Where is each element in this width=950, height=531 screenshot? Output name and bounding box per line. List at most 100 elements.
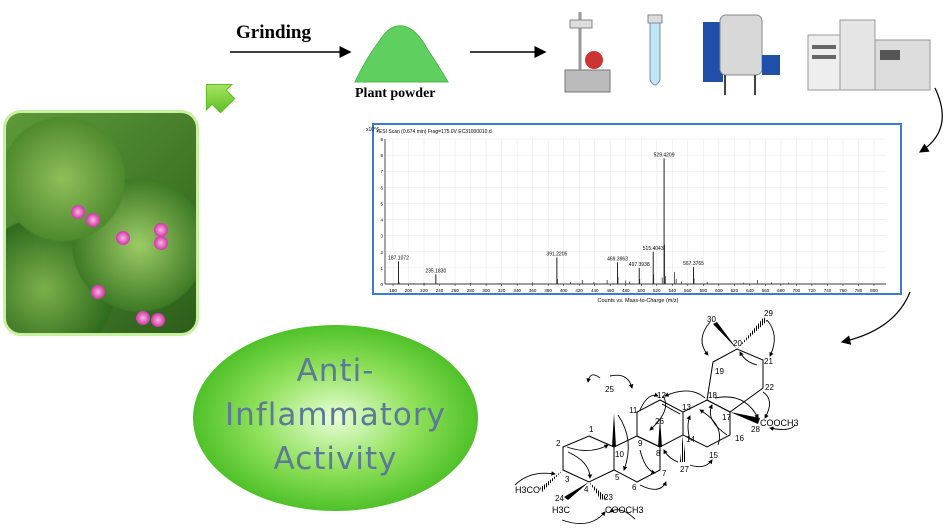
atom-labels: 1 2 3 4 5 6 7 8 9 10 11 12 13 14 15 16 1… [555, 309, 774, 503]
spectrum-title: +ESI Scan (0.674 min) Frag=175.0V EC3100… [376, 129, 492, 135]
activity-line1: Anti- [296, 353, 375, 389]
y-exponent: x10^6 [366, 127, 379, 133]
plant-powder-label: Plant powder [355, 86, 436, 101]
to-spectrum-arrow [918, 87, 943, 153]
methyl-group: H3C [552, 505, 571, 515]
y-tick-label: 8 [380, 153, 383, 158]
atom-13: 13 [682, 403, 691, 412]
plant-powder-icon [354, 25, 449, 83]
peak-label: 515.4043 [643, 246, 664, 252]
atom-3: 3 [565, 475, 570, 484]
y-tick-label: 5 [380, 201, 383, 206]
lc-ms-instrument-icon [807, 19, 931, 91]
green-up-arrow-icon [205, 83, 236, 114]
group-labels: H3CO H3C COOCH3 COOCH3 [515, 418, 799, 515]
plant-photo [3, 110, 199, 336]
x-tick-label: 540 [669, 288, 677, 293]
atom-1: 1 [589, 425, 594, 434]
x-tick-label: 360 [529, 288, 537, 293]
peak-label: 469.3963 [607, 256, 628, 262]
atom-23: 23 [604, 493, 613, 502]
x-tick-label: 760 [839, 288, 847, 293]
atom-20: 20 [733, 339, 742, 348]
stereo-bonds [540, 317, 767, 500]
x-tick-label: 460 [606, 288, 614, 293]
x-tick-label: 620 [731, 288, 739, 293]
peak-label: 187.1072 [388, 255, 409, 261]
x-tick-label: 220 [420, 288, 428, 293]
x-axis-label: Counts vs. Mass-to-Charge (m/z) [598, 298, 679, 304]
atom-27: 27 [680, 465, 689, 474]
atom-6: 6 [632, 483, 637, 492]
hmbc-correlation-arrows [514, 319, 796, 525]
atom-25: 25 [605, 385, 614, 394]
ester-group-23: COOCH3 [605, 505, 644, 515]
atom-21: 21 [764, 357, 773, 366]
atom-29: 29 [764, 309, 773, 318]
mpx-instrument-icon [703, 14, 780, 95]
x-tick-label: 520 [653, 288, 661, 293]
x-tick-label: 600 [715, 288, 723, 293]
x-tick-label: 400 [560, 288, 568, 293]
x-tick-label: 240 [436, 288, 444, 293]
atom-5: 5 [615, 473, 620, 482]
grinding-label: Grinding [236, 22, 311, 43]
peak-label: 235.1830 [425, 268, 446, 274]
atom-11: 11 [629, 406, 638, 415]
x-tick-label: 200 [405, 288, 413, 293]
atom-9: 9 [638, 439, 643, 448]
x-tick-label: 180 [389, 288, 397, 293]
atom-22: 22 [765, 383, 774, 392]
atom-18: 18 [708, 391, 717, 400]
mass-spectrum-panel [372, 123, 902, 295]
rotary-evaporator-icon [564, 12, 611, 93]
y-tick-label: 7 [380, 169, 383, 174]
activity-line3: Activity [273, 441, 398, 477]
atom-26: 26 [655, 417, 664, 426]
x-tick-label: 260 [451, 288, 459, 293]
x-tick-label: 800 [870, 288, 878, 293]
x-tick-label: 660 [762, 288, 770, 293]
atom-15: 15 [709, 451, 718, 460]
ester-group-28: COOCH3 [760, 418, 799, 428]
x-tick-label: 300 [482, 288, 490, 293]
x-tick-label: 340 [513, 288, 521, 293]
atom-12: 12 [657, 391, 666, 400]
atom-2: 2 [556, 439, 561, 448]
x-tick-label: 500 [638, 288, 646, 293]
atom-16: 16 [735, 434, 744, 443]
peak-label: 529.4209 [654, 152, 675, 158]
y-tick-label: 4 [380, 218, 383, 223]
y-tick-label: 6 [380, 185, 383, 190]
methoxy-group: H3CO [515, 485, 540, 495]
atom-19: 19 [715, 367, 724, 376]
peak-label: 391.2205 [546, 251, 567, 257]
x-tick-label: 420 [575, 288, 583, 293]
y-tick-label: 1 [380, 266, 383, 271]
atom-28: 28 [751, 425, 760, 434]
atom-8: 8 [656, 449, 661, 458]
atom-7: 7 [662, 469, 667, 478]
x-tick-label: 320 [498, 288, 506, 293]
chromatography-column-icon [647, 14, 663, 86]
x-tick-label: 380 [544, 288, 552, 293]
ring-bonds [562, 348, 764, 483]
y-tick-label: 0 [380, 282, 383, 287]
anti-inflammatory-ellipse: Anti- Inflammatory Activity [193, 325, 478, 511]
x-tick-label: 560 [684, 288, 692, 293]
y-tick-label: 9 [380, 137, 383, 142]
atom-14: 14 [686, 435, 695, 444]
x-tick-label: 680 [777, 288, 785, 293]
x-tick-label: 700 [793, 288, 801, 293]
x-tick-label: 440 [591, 288, 599, 293]
peak-label: 497.3938 [629, 262, 650, 268]
atom-24: 24 [555, 494, 564, 503]
x-tick-label: 640 [746, 288, 754, 293]
x-tick-label: 740 [824, 288, 832, 293]
x-tick-label: 280 [467, 288, 475, 293]
atom-17: 17 [722, 413, 731, 422]
atom-10: 10 [615, 450, 624, 459]
